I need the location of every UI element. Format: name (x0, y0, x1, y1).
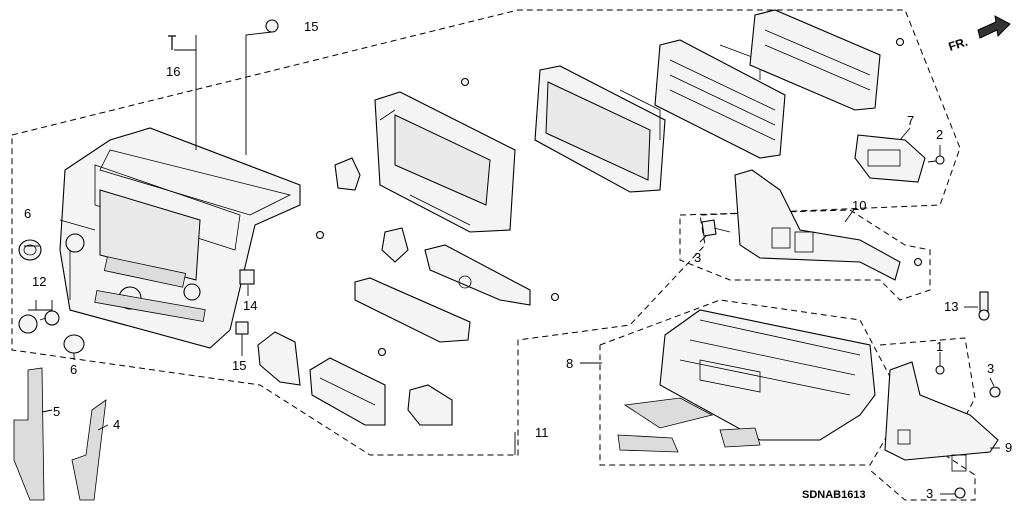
switch-unit (334, 157, 361, 191)
screw-3-upper (701, 219, 731, 237)
center-display-bracket (374, 91, 516, 233)
screw-3-right (989, 386, 1001, 398)
knob-12-pair (18, 310, 60, 334)
screw-1 (935, 365, 945, 375)
callout-3-upper: 3 (694, 250, 701, 265)
pad-sheets (617, 397, 761, 453)
right-bracket-boundary (869, 337, 976, 501)
switch-module-center (309, 357, 386, 426)
switch-module-right (407, 384, 453, 426)
screw-bracket (913, 257, 923, 267)
callout-6-lower: 6 (70, 362, 77, 377)
lcd-display-unit (534, 65, 666, 193)
callout-2: 2 (936, 127, 943, 142)
nut-16 (265, 19, 279, 33)
callout-15: 15 (232, 358, 246, 373)
trim-strip-5 (13, 367, 45, 501)
clip-15 (235, 321, 249, 335)
callout-6-upper: 6 (24, 206, 31, 221)
callout-12: 12 (32, 274, 46, 289)
screw-mid (315, 230, 325, 240)
display-circuit-board (654, 39, 786, 159)
screw-17 (168, 35, 176, 50)
callout-9: 9 (1005, 440, 1012, 455)
rear-circuit-board (749, 9, 881, 111)
mounting-bracket-10 (734, 169, 901, 281)
callout-5: 5 (53, 404, 60, 419)
audio-panel-assembly (59, 127, 301, 349)
callout-13: 13 (944, 299, 958, 314)
clip-14 (239, 269, 255, 285)
callout-10: 10 (852, 198, 866, 213)
knob-6-lower (63, 334, 85, 354)
callout-3-bottom: 3 (926, 486, 933, 501)
drawing-code: SDNAB1613 (802, 489, 866, 501)
screw-top-right (895, 37, 905, 47)
callout-8: 8 (566, 356, 573, 371)
screw-2 (927, 155, 945, 165)
control-module-7 (854, 134, 926, 183)
mounting-bracket-9 (884, 361, 999, 472)
knob-6-upper (18, 239, 42, 261)
callout-17: 16 (166, 64, 180, 79)
callout-4: 4 (113, 417, 120, 432)
trim-strip-4 (71, 399, 107, 501)
front-label: FR. (947, 35, 970, 54)
front-arrow-icon (977, 15, 1011, 39)
callout-14: 14 (243, 298, 257, 313)
front-direction-indicator: FR. (947, 15, 1011, 54)
screw-top-center (460, 77, 470, 87)
leader-lines (24, 31, 1000, 495)
callout-16: 15 (304, 19, 318, 34)
switch-module-left (257, 331, 301, 386)
screw-13 (978, 291, 990, 321)
long-bracket (424, 244, 531, 306)
connector-small (381, 227, 409, 263)
screw-lower (377, 347, 387, 357)
callout-labels: 16 15 6 12 6 5 4 14 15 11 8 7 2 10 3 13 … (24, 19, 1012, 501)
callout-3-right: 3 (987, 361, 994, 376)
callout-1: 1 (936, 339, 943, 354)
receiver-unit-8 (659, 309, 876, 441)
bracket-group-boundary (679, 209, 931, 301)
callout-7: 7 (907, 113, 914, 128)
screw-3-bottom (954, 487, 966, 499)
switch-plate (354, 277, 471, 343)
assembly-boundary (11, 9, 961, 456)
screw-center-right (550, 292, 560, 302)
callout-11: 11 (535, 425, 549, 440)
